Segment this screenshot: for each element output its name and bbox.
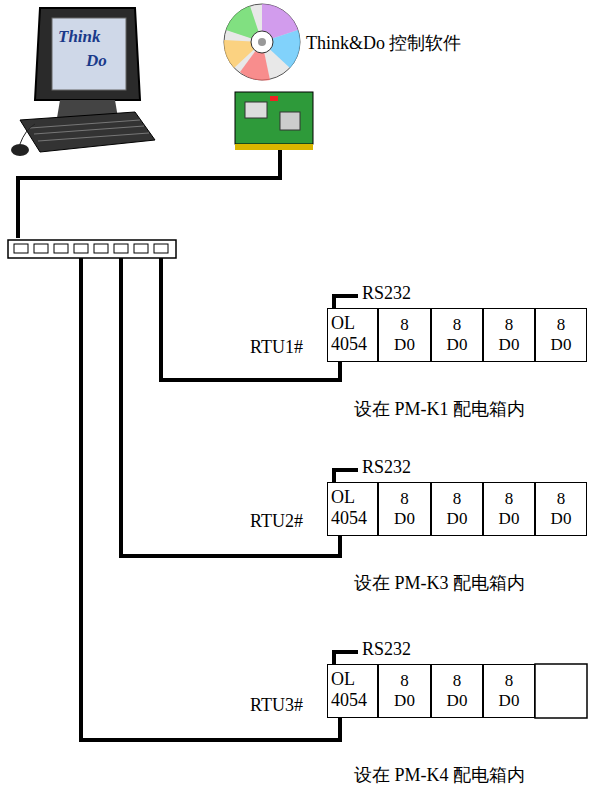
module-label: OL 4054 [331,313,374,354]
output-module-box: 8 D0 [535,308,587,362]
output-module-box: 8 D0 [535,482,587,536]
output-module-box: 8 D0 [431,308,483,362]
module-label: 8 D0 [392,489,418,528]
location-note: 设在 PM-K1 配电箱内 [354,400,525,420]
screen-logo: Think [58,28,101,47]
module-label: 8 D0 [444,671,470,710]
rtu-name: RTU1# [250,338,303,358]
output-module-box: 8 D0 [483,482,535,536]
output-module-box: 8 D0 [378,482,431,536]
output-module-box: 8 D0 [378,664,431,718]
io-module-box: OL 4054 [327,482,378,536]
port-label: RS232 [362,284,411,304]
output-module-box: 8 D0 [431,482,483,536]
module-label: 8 D0 [444,315,470,354]
module-label: 8 D0 [548,489,574,528]
rtu-name: RTU3# [250,696,303,716]
rtu-name: RTU2# [250,512,303,532]
module-label: 8 D0 [392,671,418,710]
module-label: OL 4054 [331,487,374,528]
module-label: OL 4054 [331,669,374,710]
port-label: RS232 [362,458,411,478]
io-module-box: OL 4054 [327,308,378,362]
module-label: 8 D0 [496,671,522,710]
output-module-box: 8 D0 [483,664,535,718]
output-module-box: 8 D0 [431,664,483,718]
location-note: 设在 PM-K4 配电箱内 [354,766,525,786]
module-label: 8 D0 [496,489,522,528]
port-label: RS232 [362,640,411,660]
module-label: 8 D0 [444,489,470,528]
output-module-box: 8 D0 [378,308,431,362]
output-module-box: 8 D0 [483,308,535,362]
module-label: 8 D0 [496,315,522,354]
io-module-box: OL 4054 [327,664,378,718]
module-label: 8 D0 [548,315,574,354]
software-label: Think&Do 控制软件 [306,34,462,54]
module-label: 8 D0 [392,315,418,354]
location-note: 设在 PM-K3 配电箱内 [354,574,525,594]
screen-logo: Do [86,52,107,71]
